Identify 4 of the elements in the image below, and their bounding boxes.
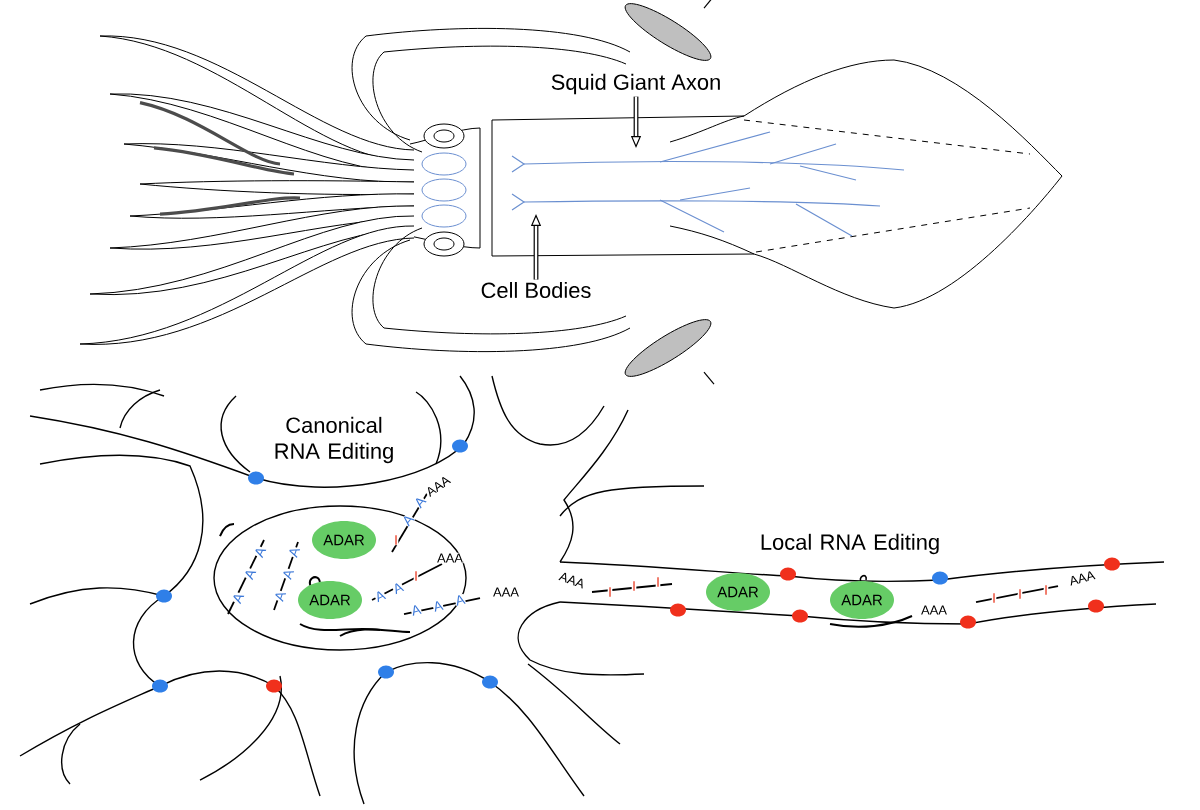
region-label: Canonical RNA Editing bbox=[275, 416, 393, 464]
region-label: Local RNA Editing bbox=[761, 533, 939, 555]
callout-label: Squid Giant Axon bbox=[551, 73, 720, 95]
callout-label: Cell Bodies bbox=[481, 281, 591, 299]
